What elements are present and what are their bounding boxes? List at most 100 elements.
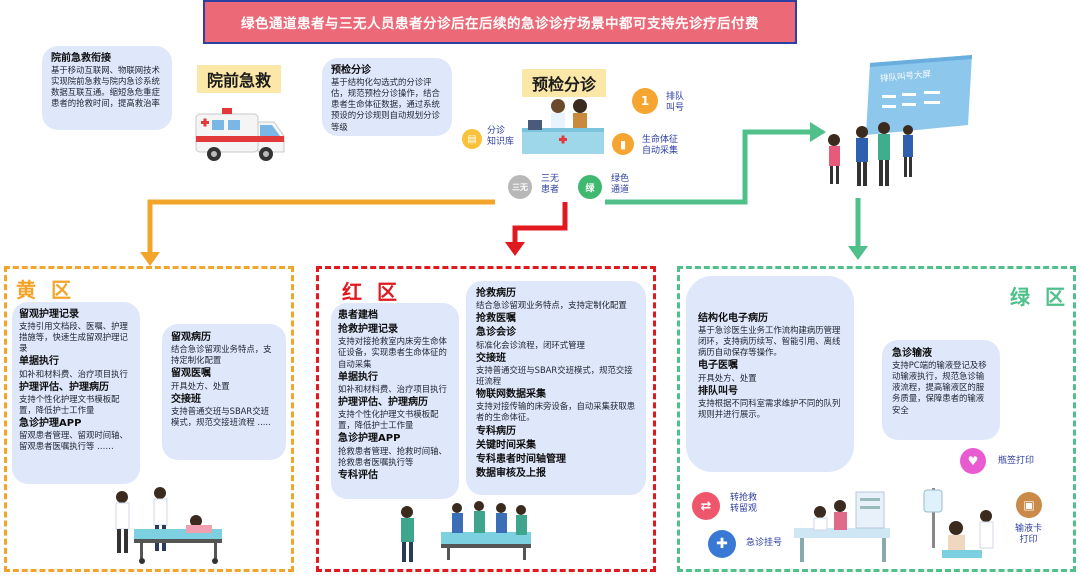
red-right-h8: 数据审核及上报: [476, 468, 546, 480]
yellow-left-h2: 护理评估、护理病历: [19, 381, 109, 393]
yellow-left-t0: 支持引用文档段、医嘱、护理措施等，快速生成留观护理记录: [19, 321, 128, 354]
green-left-t2: 支持根据不同科室需求维护不同的队列规则并进行展示。: [698, 397, 841, 420]
red-left-h2: 单据执行: [338, 371, 378, 383]
green-left-t1: 开具处方、处置: [698, 372, 757, 383]
queue-screen-illustration: [866, 55, 972, 135]
red-left-h4: 急诊护理APP: [338, 433, 401, 445]
yellow-ward-illustration: [115, 487, 222, 564]
yellow-left-h3: 急诊护理APP: [19, 418, 82, 430]
yellow-left-t1: 如补和材料费、治疗项目执行: [19, 368, 128, 379]
green-channel-circle: 绿: [578, 175, 602, 199]
red-right-h7: 专科患者时间轴管理: [476, 453, 566, 465]
arrow-head-green: [848, 246, 868, 260]
transfer-icon: ⇄: [692, 492, 720, 520]
red-right-h5: 专科病历: [476, 425, 516, 437]
red-left-bubble: 患者建档 抢救护理记录 支持对接抢救室内床旁生命体征设备，实现患者生命体征的自动…: [331, 303, 459, 499]
yellow-right-h0: 留观病历: [171, 332, 211, 343]
triage-bubble: 预检分诊 基于结构化勾选式的分诊评估，规范预检分诊操作，结合患者生命体征数据，通…: [322, 58, 452, 136]
red-right-t3: 支持普通交班与SBAR交班模式，规范交接班流程: [476, 364, 633, 387]
infusion-card-icon: ▣: [1016, 492, 1042, 518]
yellow-right-bubble: 留观病历 结合急诊留观业务特点，支持定制化配置 留观医嘱 开具处方、处置 交接班…: [162, 324, 286, 460]
red-zone-title: 红 区: [342, 280, 401, 304]
triage-bubble-title: 预检分诊: [331, 65, 371, 76]
yellow-right-t1: 开具处方、处置: [171, 380, 230, 391]
red-left-t4: 抢救患者管理、抢救时间轴、抢救患者医嘱执行等: [338, 445, 447, 467]
yellow-zone: [4, 266, 294, 572]
infusion-illustration: [923, 488, 994, 558]
triage-tag: 预检分诊: [522, 69, 607, 97]
red-left-h3: 护理评估、护理病历: [338, 396, 428, 408]
green-zone-title: 绿 区: [1010, 285, 1069, 309]
red-left-h0: 患者建档: [338, 310, 378, 321]
red-right-h2: 急诊会诊: [476, 327, 516, 339]
green-left-t0: 基于急诊医生业务工作流构建病历管理闭环，支持病历续写、智能引用、离线病历自动保存…: [698, 325, 841, 358]
register-label: 急诊挂号: [746, 538, 783, 548]
queue-label: 排队 叫号: [666, 92, 685, 114]
green-left-h0: 结构化电子病历: [698, 313, 768, 324]
green-right-t0: 支持PC端的输液登记及移动输液执行，规范急诊输液流程，提高输液区的服务质量，保障…: [892, 360, 987, 415]
prehospital-bubble-title: 院前急救衔接: [51, 53, 111, 64]
yellow-left-t3: 留观患者管理、留观时间轴、留观患者医嘱执行等 ……: [19, 430, 128, 452]
green-channel-label: 绿色 通道: [611, 174, 630, 196]
red-right-h3: 交接班: [476, 352, 506, 364]
vitals-label: 生命体征 自动采集: [642, 135, 679, 157]
arrow-head-screen: [810, 122, 826, 142]
queue-number-icon: 1: [632, 88, 658, 114]
arrow-to-screen: [605, 129, 812, 205]
ambulance-illustration: [195, 108, 285, 161]
yellow-left-t2: 支持个性化护理文书模板配置，降低护士工作量: [19, 393, 120, 416]
banner-title: 绿色通道患者与三无人员患者分诊后在后续的急诊诊疗场景中都可支持先诊疗后付费: [203, 0, 797, 44]
transfer-label: 转抢救 转留观: [730, 493, 758, 515]
patients-walking-illustration: [828, 122, 913, 186]
vitals-icon: ▮: [612, 133, 634, 155]
knowledge-base-icon: ▤: [462, 129, 482, 149]
consultation-illustration: [794, 491, 890, 562]
red-right-h1: 抢救医嘱: [476, 313, 516, 325]
red-left-t1: 支持对接抢救室内床旁生命体征设备，实现患者生命体征的自动采集: [338, 336, 447, 369]
infusion-card-label: 输液卡 打印: [1015, 524, 1043, 546]
yellow-left-h0: 留观护理记录: [19, 309, 79, 320]
green-left-h1: 电子医嘱: [698, 360, 738, 372]
yellow-right-t0: 结合急诊留观业务特点，支持定制化配置: [171, 344, 272, 366]
arrow-to-red: [512, 202, 568, 245]
triage-bubble-text: 基于结构化勾选式的分诊评估，规范预检分诊操作，结合患者生命体征数据，通过系统预设…: [331, 77, 440, 132]
yellow-right-t2: 支持普通交班与SBAR交班模式，规范交接班流程 .....: [171, 405, 271, 427]
bottle-print-label: 瓶签打印: [998, 456, 1035, 466]
yellow-right-h2: 交接班: [171, 393, 201, 405]
red-right-h0: 抢救病历: [476, 288, 516, 299]
green-left-h2: 排队叫号: [698, 385, 738, 397]
red-rescue-illustration: [401, 501, 531, 562]
prehospital-bubble: 院前急救衔接 基于移动互联网、物联网技术实现院前急救与院内急诊系统数据互联互通。…: [42, 46, 172, 130]
sanwu-circle: 三无: [508, 175, 532, 199]
bottle-print-icon: ♥: [960, 448, 986, 474]
red-right-t4: 支持对接传输的床旁设备，自动采集获取患者的生命体征。: [476, 401, 636, 423]
red-left-h5: 专科评估: [338, 469, 378, 481]
arrow-to-yellow: [147, 199, 495, 255]
red-right-t2: 标准化会诊流程，闭环式管理: [476, 339, 585, 350]
yellow-left-bubble: 留观护理记录 支持引用文档段、医嘱、护理措施等，快速生成留观护理记录 单据执行 …: [12, 302, 140, 484]
yellow-left-h1: 单据执行: [19, 356, 59, 368]
green-zone: [677, 266, 1076, 572]
red-left-h1: 抢救护理记录: [338, 324, 398, 336]
prehospital-tag: 院前急救: [197, 65, 282, 93]
arrow-head-red: [505, 242, 525, 256]
red-right-bubble: 抢救病历 结合急诊留观业务特点，支持定制化配置 抢救医嘱 急诊会诊 标准化会诊流…: [466, 281, 646, 495]
green-left-bubble: 结构化电子病历 基于急诊医生业务工作流构建病历管理闭环，支持病历续写、智能引用、…: [686, 276, 854, 472]
red-right-t0: 结合急诊留观业务特点，支持定制化配置: [476, 300, 627, 311]
red-zone: [316, 266, 656, 572]
green-right-bubble: 急诊输液 支持PC端的输液登记及移动输液执行，规范急诊输液流程，提高输液区的服务…: [882, 340, 1000, 440]
red-left-t3: 支持个性化护理文书模板配置，降低护士工作量: [338, 409, 439, 431]
prehospital-bubble-text: 基于移动互联网、物联网技术实现院前急救与院内急诊系统数据互联互通。缩短急危重症患…: [51, 65, 160, 109]
yellow-right-h1: 留观医嘱: [171, 368, 211, 380]
triage-desk-illustration: [522, 99, 604, 154]
sanwu-label: 三无 患者: [541, 174, 560, 196]
register-icon: ✚: [708, 530, 736, 558]
red-left-t2: 如补和材料费、治疗项目执行: [338, 383, 447, 394]
red-right-h6: 关键时间采集: [476, 439, 536, 451]
arrow-head-yellow: [140, 252, 160, 266]
knowledge-base-label: 分诊 知识库: [487, 126, 515, 148]
red-right-h4: 物联网数据采集: [476, 389, 546, 401]
green-right-h0: 急诊输液: [892, 348, 932, 359]
yellow-zone-title: 黄 区: [16, 278, 75, 302]
